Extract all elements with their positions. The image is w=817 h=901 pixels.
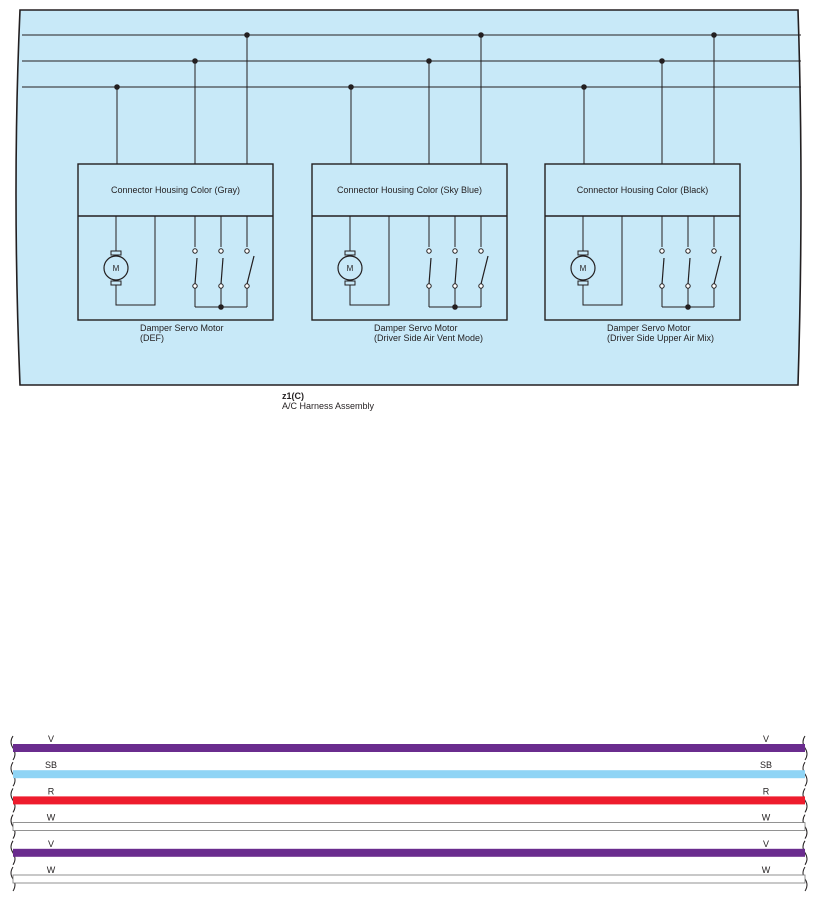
switch-blade — [480, 255, 489, 285]
switch-contact — [711, 248, 717, 254]
switch-contact — [426, 283, 432, 289]
connector-box — [77, 163, 274, 321]
connector-module: Connector Housing Color (Black) M Damper S… — [544, 32, 741, 343]
motor-label: M — [113, 264, 120, 273]
motor-loop-wire — [115, 216, 156, 306]
switch-blade — [220, 257, 224, 285]
junction-dot — [348, 84, 354, 90]
switch-contact — [478, 283, 484, 289]
switch-contact — [192, 248, 198, 254]
junction-dot — [711, 32, 717, 38]
connector-box — [544, 163, 741, 321]
connector-housing-label: Connector Housing Color (Black) — [577, 185, 709, 195]
connector-housing-label: Connector Housing Color (Gray) — [111, 185, 240, 195]
wire-code-right: W — [762, 865, 771, 875]
wire-body — [12, 822, 806, 831]
junction-dot — [114, 84, 120, 90]
motor-brush — [344, 250, 356, 256]
wire-body — [13, 770, 805, 779]
motor-caption-line1: Damper Servo Motor — [140, 323, 224, 333]
motor-label: M — [347, 264, 354, 273]
switch-contact — [218, 248, 224, 254]
connector-modules: Connector Housing Color (Gray) M Damper Se… — [77, 32, 741, 343]
switch-contact — [452, 283, 458, 289]
wire-code-right: R — [763, 786, 770, 796]
wire: SB SB — [10, 760, 808, 787]
switch-blade — [454, 257, 458, 285]
wire-code-right: SB — [760, 760, 772, 770]
wire-code-right: V — [763, 734, 769, 744]
junction-dot — [426, 58, 432, 64]
motor-caption-line2: (Driver Side Air Vent Mode) — [374, 333, 483, 343]
motor-icon — [570, 255, 596, 281]
harness-panel — [15, 9, 802, 386]
wire-code-right: W — [762, 813, 771, 823]
switch-blade — [194, 257, 198, 285]
wire-code-left: W — [47, 813, 56, 823]
motor-loop-wire — [349, 216, 390, 306]
connector-module: Connector Housing Color (Sky Blue) M Dampe… — [311, 32, 508, 343]
wire-body — [13, 796, 805, 805]
junction-dot — [581, 84, 587, 90]
wire-code-left: R — [48, 786, 55, 796]
switch-contact — [218, 283, 224, 289]
motor-brush — [577, 250, 589, 256]
switch-blade — [246, 255, 255, 285]
junction-dot — [685, 304, 691, 310]
motor-icon — [103, 255, 129, 281]
switch-contact — [244, 283, 250, 289]
motor-caption-line2: (DEF) — [140, 333, 164, 343]
switch-contact — [685, 248, 691, 254]
wire-code-left: V — [48, 839, 54, 849]
wire-body — [13, 848, 805, 857]
junction-dot — [218, 304, 224, 310]
switch-contact — [659, 283, 665, 289]
motor-caption-line1: Damper Servo Motor — [607, 323, 691, 333]
junction-dot — [659, 58, 665, 64]
switch-contact — [478, 248, 484, 254]
switch-contact — [659, 248, 665, 254]
motor-caption-line1: Damper Servo Motor — [374, 323, 458, 333]
junction-dot — [192, 58, 198, 64]
switch-blade — [428, 257, 432, 285]
switch-contact — [711, 283, 717, 289]
switch-contact — [685, 283, 691, 289]
switch-contact — [244, 248, 250, 254]
wire-code-left: W — [47, 865, 56, 875]
junction-dot — [452, 304, 458, 310]
switch-blade — [687, 257, 691, 285]
motor-brush — [110, 250, 122, 256]
harness-id: z1(C) — [282, 391, 304, 401]
harness-name: A/C Harness Assembly — [282, 401, 375, 411]
connector-module: Connector Housing Color (Gray) M Damper Se… — [77, 32, 274, 343]
switch-blade — [661, 257, 665, 285]
wire-code-left: V — [48, 734, 54, 744]
wire-body — [12, 874, 806, 884]
switch-contact — [452, 248, 458, 254]
connector-housing-label: Connector Housing Color (Sky Blue) — [337, 185, 482, 195]
wire-code-right: V — [763, 839, 769, 849]
switch-blade — [713, 255, 722, 285]
wire-body — [13, 744, 805, 752]
switch-contact — [192, 283, 198, 289]
motor-label: M — [580, 264, 587, 273]
wire-code-left: SB — [45, 760, 57, 770]
junction-dot — [244, 32, 250, 38]
connector-box — [311, 163, 508, 321]
junction-dot — [478, 32, 484, 38]
bus-lines — [22, 34, 801, 88]
motor-loop-wire — [582, 216, 623, 306]
motor-caption-line2: (Driver Side Upper Air Mix) — [607, 333, 714, 343]
motor-icon — [337, 255, 363, 281]
switch-contact — [426, 248, 432, 254]
